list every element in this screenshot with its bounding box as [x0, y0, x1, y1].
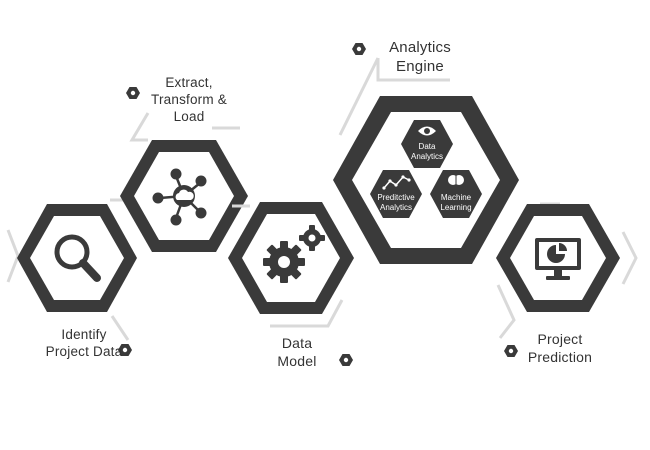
identify-label-line-2: Project Data — [45, 344, 123, 359]
analytics-engine-label-line-2: Engine — [396, 58, 444, 75]
data-analytics-hexagon: Data Analytics — [401, 120, 453, 168]
analytics-engine-label: Analytics Engine — [372, 38, 468, 76]
etl-label: Extract, Transform & Load — [140, 74, 238, 125]
prediction-label-line-2: Prediction — [527, 349, 593, 365]
analytics-engine-label-line-1: Analytics — [389, 39, 451, 56]
identify-label-line-1: Identify — [61, 327, 107, 342]
brain-icon — [448, 175, 464, 185]
bullet-nut-icon — [339, 354, 353, 366]
bullet-nut-icon — [118, 344, 132, 356]
predictive-analytics-line-2: Analytics — [380, 203, 412, 212]
data-model-label-line-1: Data — [281, 335, 313, 351]
hexagon-identify — [6, 198, 137, 341]
data-model-label-line-2: Model — [277, 353, 317, 369]
bullet-nut-icon — [352, 43, 366, 55]
etl-label-line-3: Load — [173, 109, 205, 124]
etl-label-line-2: Transform & — [151, 92, 227, 107]
gears-icon — [263, 225, 325, 283]
hexagon-analytics-engine: Data Analytics Preditctive Analytics — [333, 57, 519, 264]
predictive-analytics-line-1: Preditctive — [377, 193, 415, 202]
machine-learning-line-2: Learning — [440, 203, 471, 212]
data-analytics-line-2: Analytics — [411, 152, 443, 161]
eye-icon — [418, 126, 436, 136]
prediction-label: Project Prediction — [520, 330, 600, 366]
magnifier-icon — [54, 234, 101, 282]
bullet-nut-icon — [504, 345, 518, 357]
machine-learning-line-1: Machine — [441, 193, 472, 202]
trend-line-icon — [382, 175, 411, 190]
identify-label: Identify Project Data — [38, 326, 130, 360]
data-model-label: Data Model — [264, 334, 330, 370]
predictive-analytics-hexagon: Preditctive Analytics — [370, 170, 422, 218]
hexagon-model — [228, 202, 354, 328]
hexagon-prediction — [496, 202, 638, 339]
prediction-label-line-1: Project — [537, 331, 583, 347]
hexagon-etl — [120, 112, 248, 252]
machine-learning-hexagon: Machine Learning — [430, 170, 482, 218]
data-analytics-line-1: Data — [419, 142, 436, 151]
network-cloud-icon — [152, 168, 207, 226]
etl-label-line-1: Extract, — [165, 75, 213, 90]
monitor-pie-chart-icon — [535, 238, 581, 280]
bullet-nut-icon — [126, 87, 140, 99]
